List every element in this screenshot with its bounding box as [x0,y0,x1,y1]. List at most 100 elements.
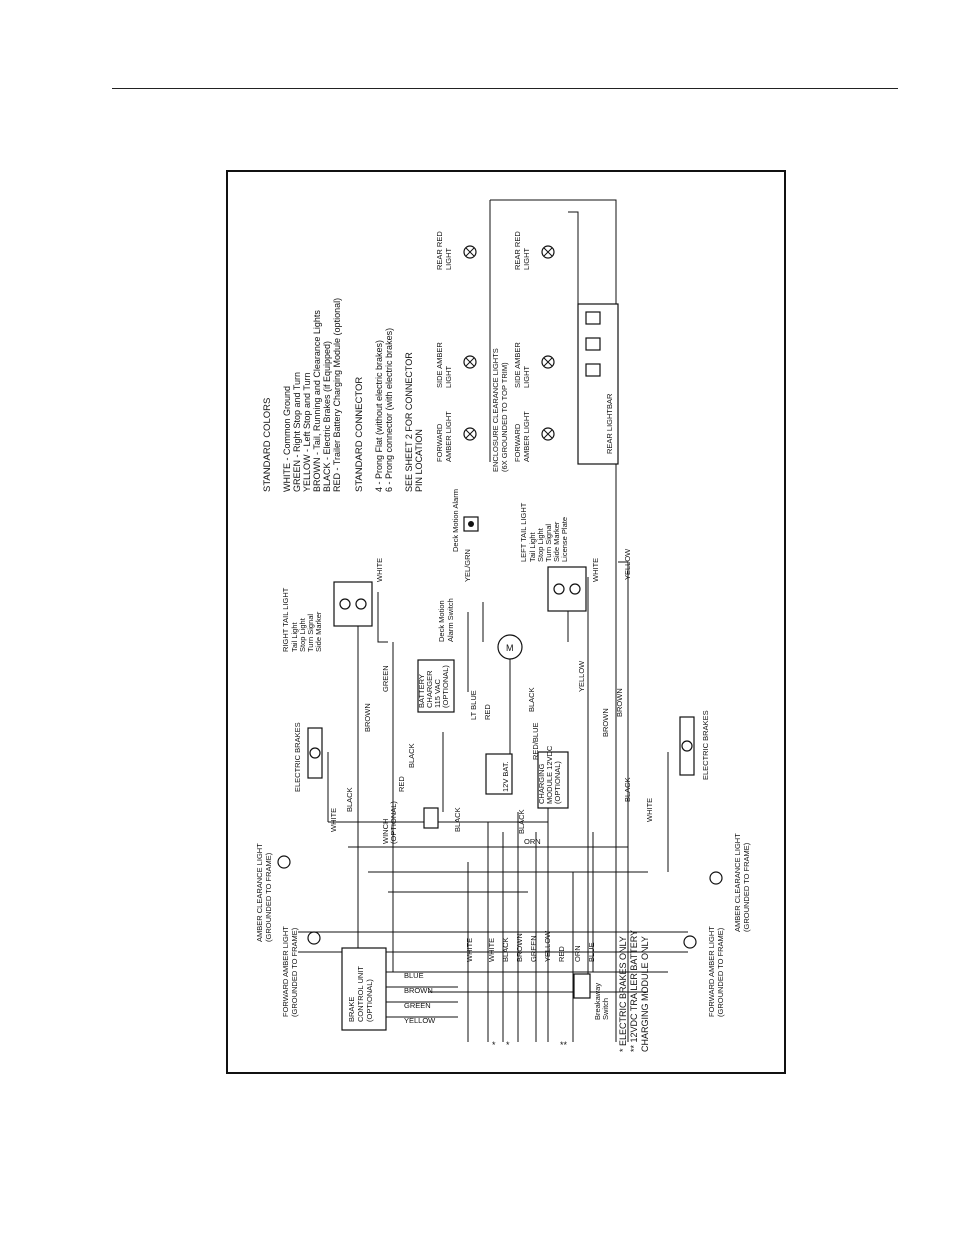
battery-charger: BATTERY CHARGER 115 VAC (OPTIONAL) [417,659,455,713]
svg-text:(GROUNDED TO FRAME): (GROUNDED TO FRAME) [742,842,751,932]
rear-lightbar: REAR LIGHTBAR [577,303,619,465]
wire-label-brown: BROWN [515,933,524,962]
svg-text:Side Marker: Side Marker [314,611,323,652]
wire-label-red: RED [397,776,406,792]
wire-label-white: WHITE [465,938,474,962]
connector-line: 6 - Prong connector (with electric brake… [384,328,394,492]
double-asterisk-mark: ** [560,1040,568,1050]
svg-text:* ELECTRIC BRAKES ONLY: * ELECTRIC BRAKES ONLY [618,936,628,1052]
svg-text:(OPTIONAL): (OPTIONAL) [389,801,398,844]
side-amber-light-2: SIDE AMBER LIGHT [513,342,555,388]
svg-text:M: M [506,643,514,653]
footnotes: * ELECTRIC BRAKES ONLY ** 12VDC TRAILER … [618,930,650,1052]
svg-text:(GROUNDED TO FRAME): (GROUNDED TO FRAME) [264,852,273,942]
wire-label-brown: BROWN [601,708,610,737]
wire-label-white: WHITE [375,558,384,582]
wire-label-white: WHITE [329,808,338,832]
svg-text:AMBER LIGHT: AMBER LIGHT [444,411,453,462]
wire-label-brown: BROWN [363,703,372,732]
wire-label-brown: BROWN [615,688,624,717]
electric-brakes-2: ELECTRIC BRAKES [679,710,710,780]
svg-text:ENCLOSURE CLEARANCE LIGHTS: ENCLOSURE CLEARANCE LIGHTS [491,348,500,472]
wire-label-brown: BROWN [404,986,433,995]
svg-text:FORWARD AMBER LIGHT: FORWARD AMBER LIGHT [281,926,290,1017]
wire-labels: WHITE GREEN BROWN BLACK WHITE BLACK LT B… [329,548,654,1050]
deck-motion-alarm: Deck Motion Alarm [451,489,479,552]
svg-text:Turn Signal: Turn Signal [306,614,315,652]
svg-text:FORWARD: FORWARD [435,423,444,462]
svg-text:LIGHT: LIGHT [444,365,453,388]
enclosure-clearance-label: ENCLOSURE CLEARANCE LIGHTS (6X GROUNDED … [491,348,509,472]
svg-text:BATTERY: BATTERY [417,674,426,708]
svg-text:(OPTIONAL): (OPTIONAL) [441,665,450,708]
asterisk-mark: * [492,1040,496,1050]
svg-text:12V BAT.: 12V BAT. [501,761,510,792]
wire-label-blue: BLUE [587,942,596,962]
deck-motion-switch: Deck Motion Alarm Switch [437,598,455,642]
wire-label-lt-blue: LT BLUE [469,690,478,720]
wiring-diagram-frame: STANDARD COLORS WHITE - Common Ground GR… [226,170,786,1074]
wire-label-yellow: YELLOW [577,660,586,692]
wire-label-black: BLACK [453,807,462,832]
svg-text:CHARGER: CHARGER [425,670,434,708]
svg-text:LIGHT: LIGHT [522,247,531,270]
svg-text:Turn Signal: Turn Signal [544,524,553,562]
svg-text:SIDE AMBER: SIDE AMBER [435,342,444,388]
svg-text:Stop Light: Stop Light [536,527,545,562]
winch: WINCH (OPTIONAL) [381,801,439,844]
svg-text:LIGHT: LIGHT [522,365,531,388]
legend-line: YELLOW - Left Stop and Turn [302,372,312,492]
svg-text:AMBER LIGHT: AMBER LIGHT [522,411,531,462]
svg-text:** 12VDC TRAILER BATTERY: ** 12VDC TRAILER BATTERY [629,930,639,1052]
wire-label-yel-grn: YEL/GRN [463,549,472,582]
svg-text:FORWARD: FORWARD [513,423,522,462]
svg-text:Tail Light: Tail Light [290,621,299,652]
wire-label-green: GREEN [529,935,538,962]
wire-label-orn: ORN [573,945,582,962]
connector-title: STANDARD CONNECTOR [354,377,365,492]
legend-line: WHITE - Common Ground [282,386,292,492]
wire-label-black: BLACK [501,937,510,962]
svg-text:AMBER CLEARANCE LIGHT: AMBER CLEARANCE LIGHT [255,843,264,942]
forward-amber-light-grounded-1: FORWARD AMBER LIGHT (GROUNDED TO FRAME) [281,926,321,1017]
wire-label-green: GREEN [404,1001,431,1010]
wire-label-green: GREEN [381,665,390,692]
svg-text:ELECTRIC BRAKES: ELECTRIC BRAKES [293,722,302,792]
svg-text:LIGHT: LIGHT [444,247,453,270]
svg-text:115 VAC: 115 VAC [433,679,442,708]
forward-amber-light-grounded-2: FORWARD AMBER LIGHT (GROUNDED TO FRAME) [683,926,725,1017]
svg-text:Tail Light: Tail Light [528,531,537,562]
wire-label-white: WHITE [487,938,496,962]
wiring-diagram: STANDARD COLORS WHITE - Common Ground GR… [255,199,751,1052]
svg-text:AMBER CLEARANCE LIGHT: AMBER CLEARANCE LIGHT [733,833,742,932]
svg-text:RIGHT TAIL LIGHT: RIGHT TAIL LIGHT [281,587,290,652]
asterisk-mark: * [506,1040,510,1050]
side-amber-light-1: SIDE AMBER LIGHT [435,342,477,388]
see-sheet-note: SEE SHEET 2 FOR CONNECTOR [404,352,414,492]
svg-text:CHARGING MODULE ONLY: CHARGING MODULE ONLY [640,936,650,1052]
wire-label-yellow: YELLOW [623,548,632,580]
forward-amber-light-1: FORWARD AMBER LIGHT [435,411,477,462]
svg-text:ELECTRIC BRAKES: ELECTRIC BRAKES [701,710,710,780]
legend-title: STANDARD COLORS [262,398,273,492]
amber-clearance-light-1: AMBER CLEARANCE LIGHT (GROUNDED TO FRAME… [255,843,291,942]
wire-label-red-blue: RED/BLUE [531,722,540,760]
breakaway-switch: Breakaway Switch [573,973,610,1020]
legend-line: BROWN - Tail, Running and Clearance Ligh… [312,310,322,492]
battery: 12V BAT. [485,753,513,795]
svg-text:MODULE 12VDC: MODULE 12VDC [545,745,554,804]
wire-label-yellow: YELLOW [543,930,552,962]
svg-text:LEFT TAIL LIGHT: LEFT TAIL LIGHT [519,502,528,562]
svg-text:License Plate: License Plate [560,517,569,562]
svg-text:(6X GROUNDED TO TOP TRIM): (6X GROUNDED TO TOP TRIM) [500,362,509,472]
connector-line: 4 - Prong Flat (without electric brakes) [374,340,384,492]
legend: STANDARD COLORS WHITE - Common Ground GR… [262,298,424,492]
svg-text:(OPTIONAL): (OPTIONAL) [553,761,562,804]
wire-label-black: BLACK [517,809,526,834]
wire-label-yellow: YELLOW [404,1016,436,1025]
wire-label-blue: BLUE [404,971,424,980]
svg-text:REAR RED: REAR RED [513,231,522,270]
rear-red-light-2: REAR RED LIGHT [513,231,555,270]
header-rule [112,88,898,89]
amber-clearance-light-2: AMBER CLEARANCE LIGHT (GROUNDED TO FRAME… [709,833,751,932]
